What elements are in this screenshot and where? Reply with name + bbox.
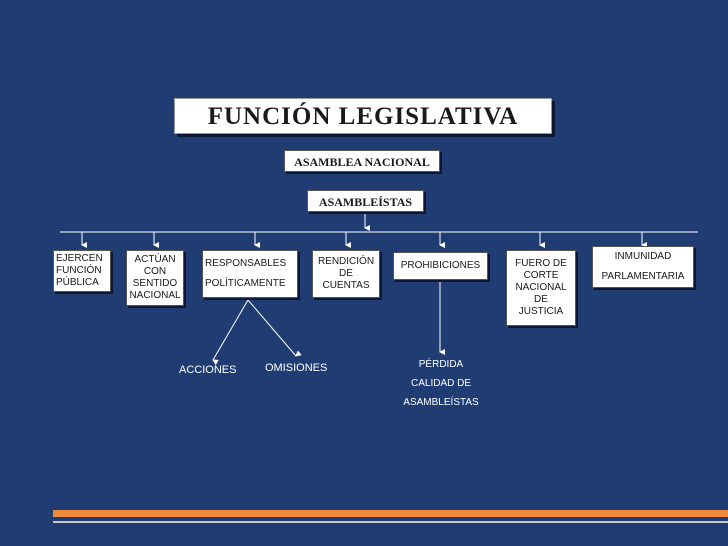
- title-box: FUNCIÓN LEGISLATIVA: [174, 98, 552, 134]
- node-responsables: RESPONSABLES POLÍTICAMENTE: [202, 250, 298, 298]
- node-inmunidad: INMUNIDAD PARLAMENTARIA: [592, 246, 694, 288]
- label-omisiones: OMISIONES: [265, 362, 328, 374]
- label-acciones: ACCIONES: [179, 364, 237, 376]
- node-fuero: FUERO DE CORTE NACIONAL DE JUSTICIA: [506, 250, 576, 326]
- accent-line: [53, 521, 728, 523]
- assembly-node: ASAMBLEA NACIONAL: [284, 150, 440, 172]
- members-node: ASAMBLEÍSTAS: [307, 190, 424, 212]
- node-prohibiciones: PROHIBICIONES: [393, 252, 488, 280]
- label-perdida-calidad: PÉRDIDA CALIDAD DE ASAMBLEÍSTAS: [403, 359, 479, 408]
- node-ejercen: EJERCEN FUNCIÓN PÚBLICA: [53, 250, 111, 292]
- node-rendicion: RENDICIÓN DE CUENTAS: [312, 250, 380, 298]
- diagram-title: FUNCIÓN LEGISLATIVA: [207, 103, 519, 130]
- node-actuan: ACTÚAN CON SENTIDO NACIONAL: [126, 250, 184, 306]
- accent-bar: [53, 510, 728, 517]
